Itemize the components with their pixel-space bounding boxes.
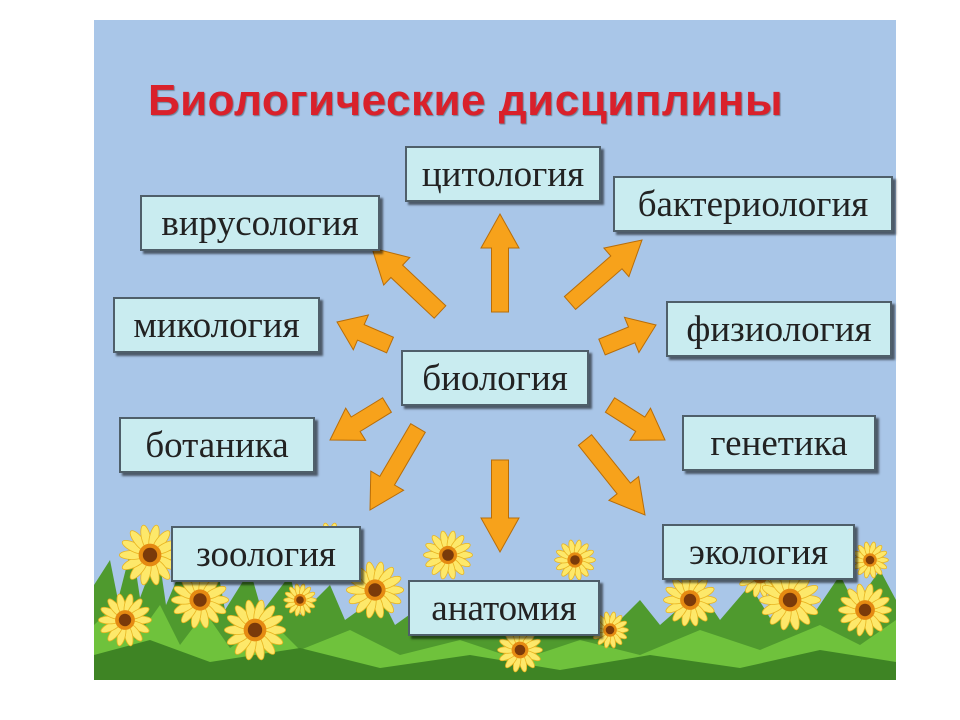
node-botany: ботаника xyxy=(119,417,315,473)
daisy-flower-icon xyxy=(98,593,152,647)
arrow-to-bacteriology xyxy=(563,239,643,311)
node-ecology: экология xyxy=(662,524,855,580)
arrow-to-botany xyxy=(329,397,393,441)
node-mycology: микология xyxy=(113,297,320,353)
daisy-flower-icon xyxy=(497,627,543,673)
daisy-flower-icon xyxy=(224,599,286,661)
node-bacteriology: бактериология xyxy=(613,176,893,232)
daisy-flower-icon xyxy=(554,539,596,581)
daisy-flower-icon xyxy=(345,561,405,619)
daisy-flower-icon xyxy=(663,573,717,627)
node-physiology: физиология xyxy=(666,301,892,357)
arrow-to-anatomy xyxy=(480,459,520,554)
node-genetics: генетика xyxy=(682,415,876,471)
daisy-flower-icon xyxy=(838,583,892,637)
node-biology: биология xyxy=(401,350,589,406)
arrow-to-mycology xyxy=(336,314,395,354)
node-anatomy: анатомия xyxy=(408,580,600,636)
arrow-to-physiology xyxy=(598,316,657,356)
node-cytology: цитология xyxy=(405,146,601,202)
daisy-flower-icon xyxy=(758,569,822,631)
arrow-to-zoology xyxy=(369,423,426,511)
node-zoology: зоология xyxy=(171,526,361,582)
daisy-flower-icon xyxy=(283,583,317,617)
arrow-to-cytology xyxy=(480,212,520,313)
daisy-flower-icon xyxy=(851,541,889,579)
page-title: Биологические дисциплины xyxy=(148,76,784,125)
node-virology: вирусология xyxy=(140,195,380,251)
arrow-to-genetics xyxy=(604,397,666,441)
arrow-to-ecology xyxy=(577,433,646,516)
daisy-flower-icon xyxy=(423,530,473,580)
arrow-to-virology xyxy=(371,247,447,319)
